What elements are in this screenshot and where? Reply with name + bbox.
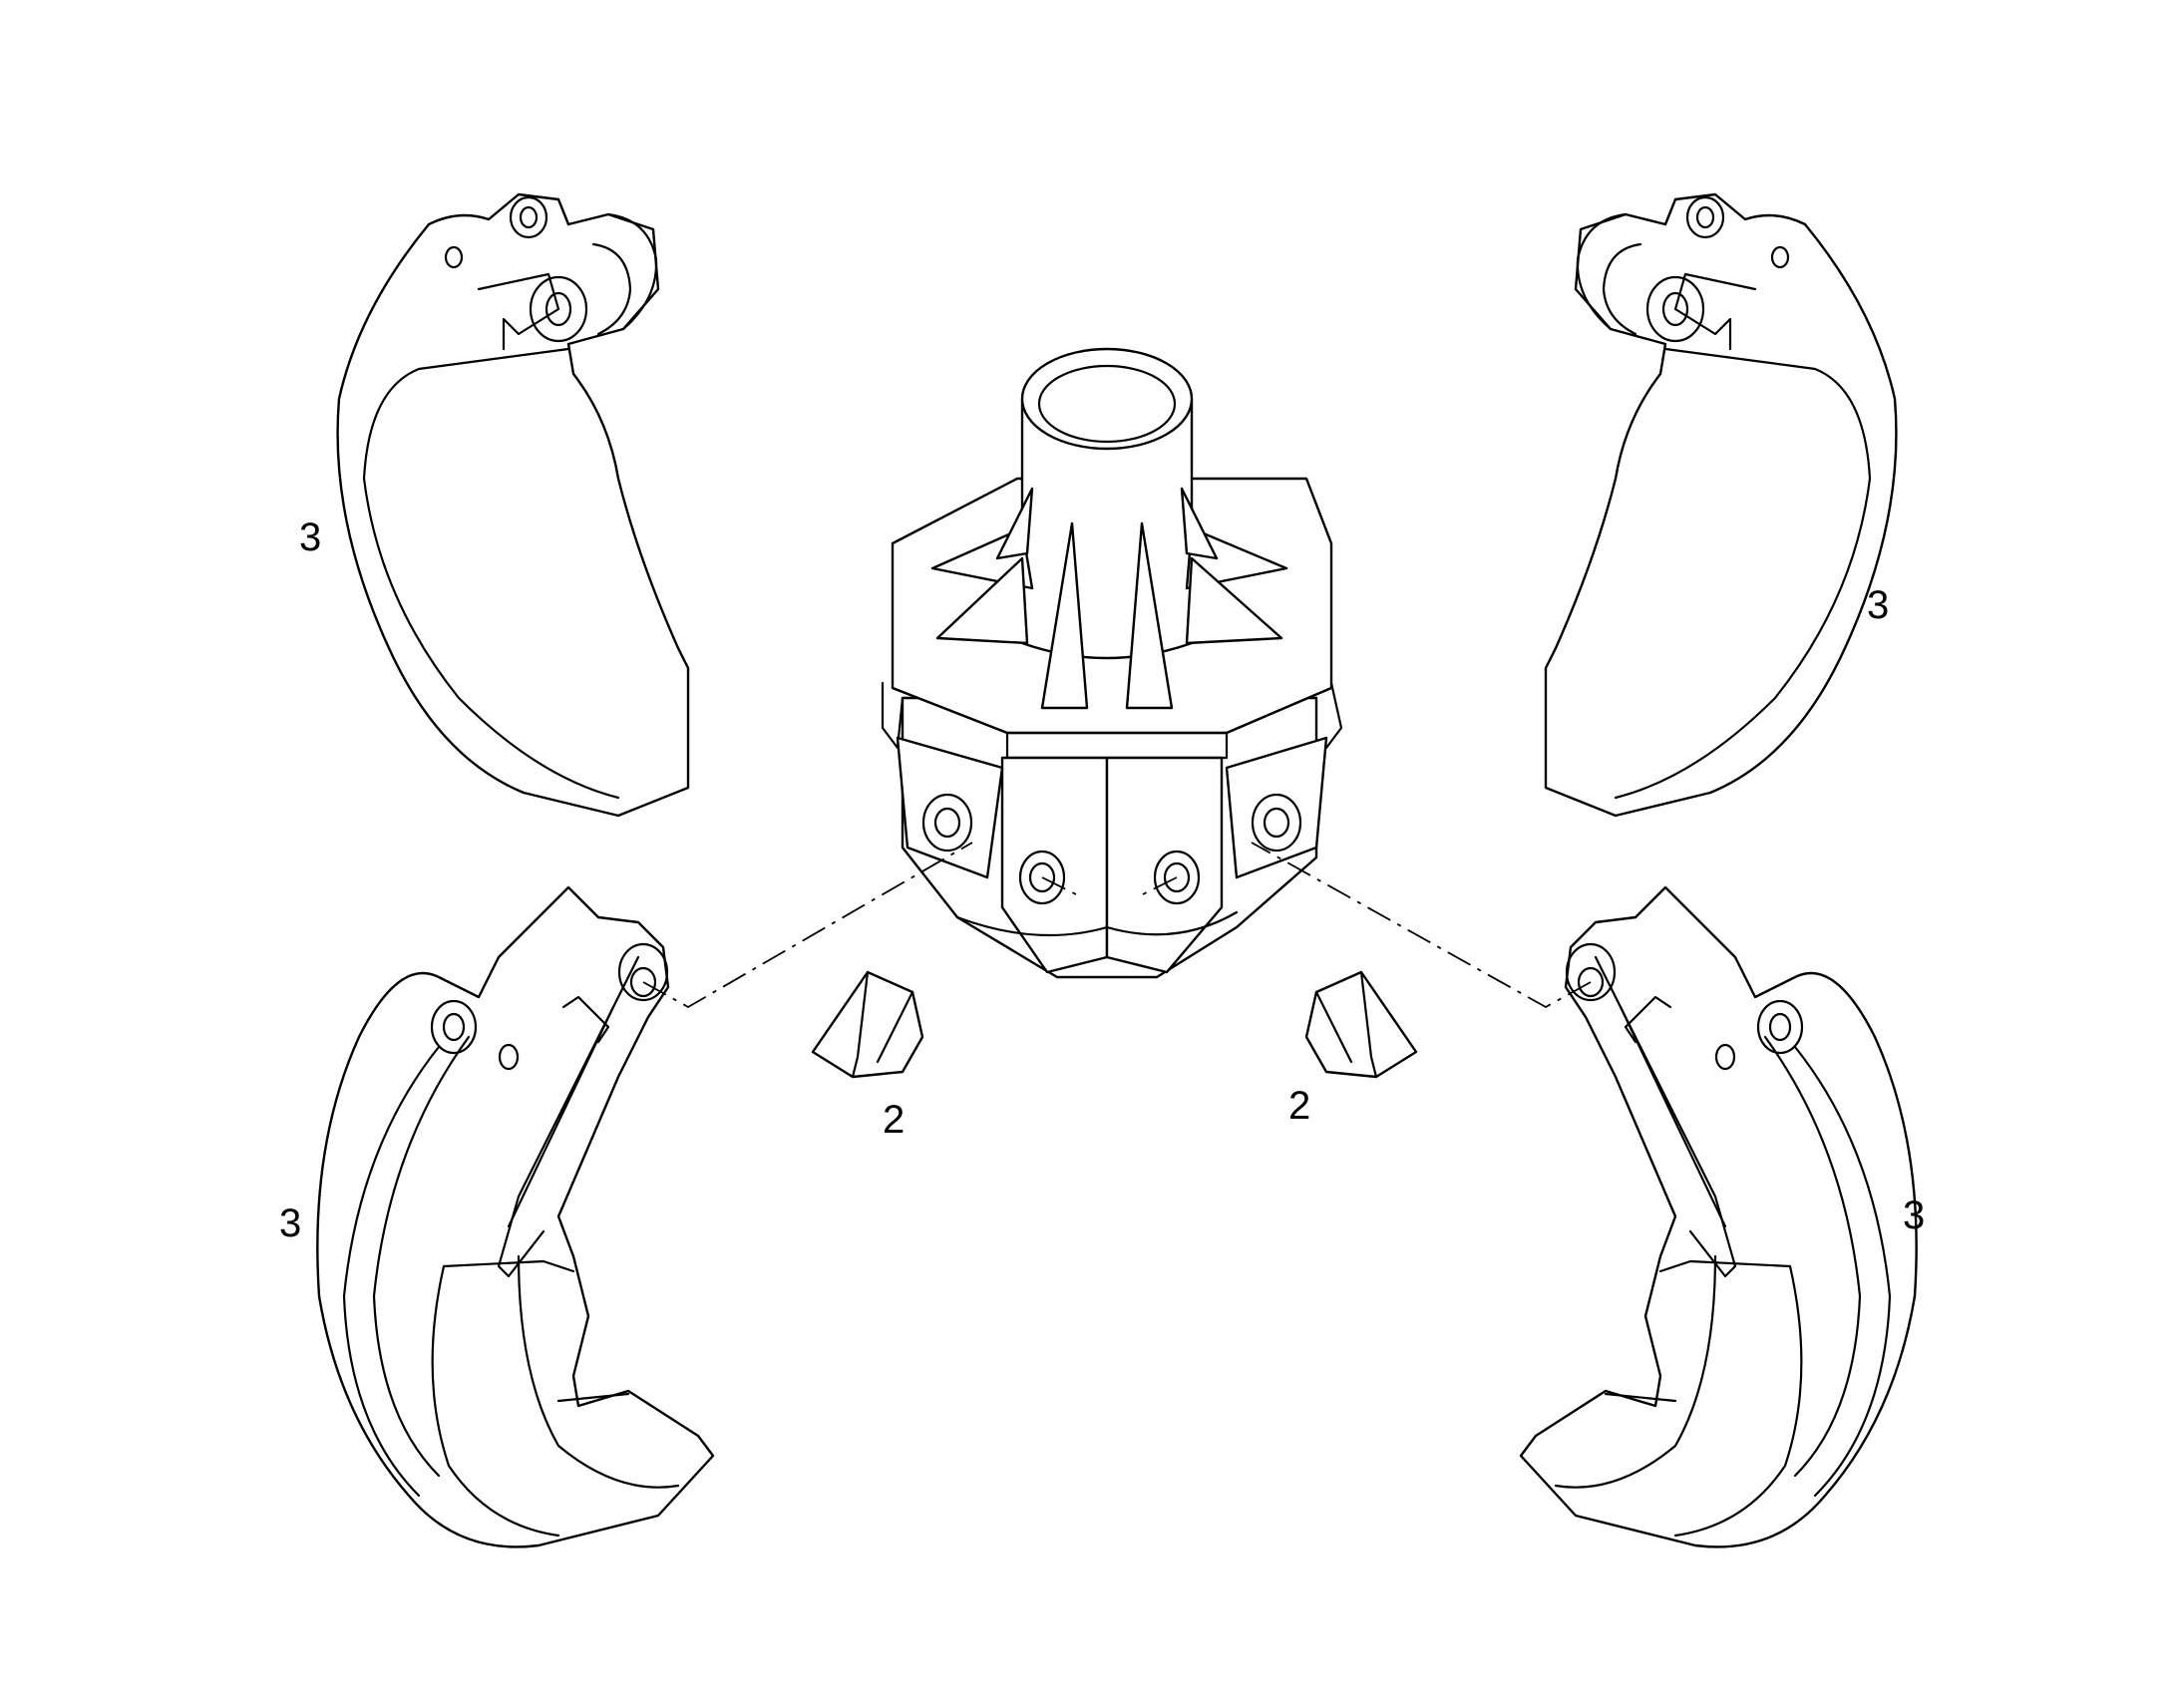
callout-lower-left-jaw: 3 (279, 1201, 301, 1245)
upper-right-jaw (1544, 192, 1898, 818)
callout-upper-right-jaw: 3 (1867, 583, 1889, 627)
callout-left-wedge: 2 (883, 1098, 905, 1142)
upper-left-jaw (336, 192, 690, 818)
lower-left-jaw (316, 885, 715, 1548)
callout-upper-left-jaw: 3 (299, 515, 321, 559)
left-assembly-line (642, 842, 973, 1009)
right-wedge (1304, 970, 1418, 1079)
center-left-pin-line (1041, 876, 1083, 898)
right-assembly-line (1251, 842, 1592, 1009)
central-hub (881, 347, 1343, 979)
callout-right-wedge: 2 (1288, 1084, 1310, 1128)
callout-lower-right-jaw: 3 (1903, 1194, 1925, 1237)
center-right-pin-line (1136, 876, 1178, 898)
lower-right-jaw (1519, 885, 1918, 1548)
left-wedge (811, 970, 924, 1079)
